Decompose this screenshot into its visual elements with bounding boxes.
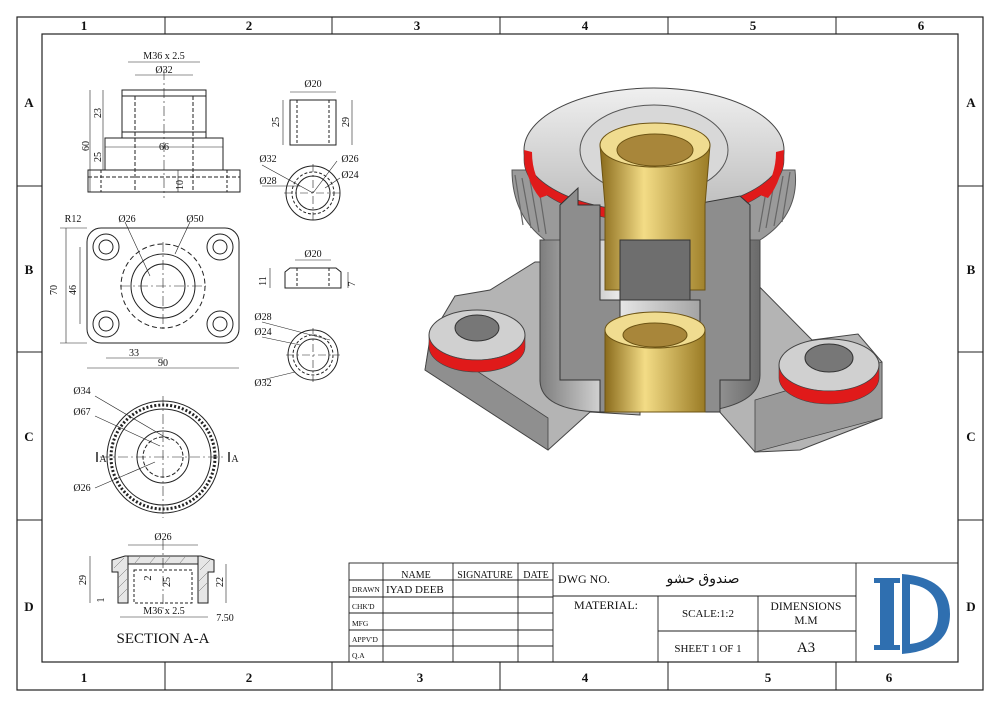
washer-view — [261, 259, 349, 382]
dim-d32-washer: Ø32 — [254, 378, 271, 389]
zone-col-5-bottom: 5 — [765, 670, 772, 685]
company-logo — [874, 574, 950, 654]
zone-col-2: 2 — [246, 18, 253, 33]
dim-d34: Ø34 — [73, 386, 90, 397]
dwg-title: صندوق حشو — [666, 572, 740, 587]
dim-d20-sleeve: Ø20 — [304, 79, 321, 90]
hdr-name: NAME — [401, 570, 430, 581]
dim-d28-sleeve: Ø28 — [259, 176, 276, 187]
scale: SCALE:1:2 — [682, 608, 734, 620]
dim-11-washer: 11 — [258, 276, 269, 286]
knurled-ring-dims: Ø34 Ø67 Ø26 A A — [73, 386, 239, 494]
dim-23: 23 — [93, 108, 104, 118]
top-view — [60, 221, 240, 369]
dim-25: 25 — [93, 152, 104, 162]
zone-col-4-bottom: 4 — [582, 670, 589, 685]
top-view-dims: R12 Ø26 Ø50 70 46 33 90 — [49, 214, 204, 369]
row-mfg: MFG — [352, 619, 369, 628]
dim-d26-ring: Ø26 — [73, 483, 90, 494]
dim-90: 90 — [158, 358, 168, 369]
dim-d20-washer: Ø20 — [304, 249, 321, 260]
zone-row-b-right: B — [967, 262, 976, 277]
title-block — [348, 562, 959, 663]
front-view — [87, 61, 241, 198]
dim-d28-washer: Ø28 — [254, 312, 271, 323]
dim-d24-washer: Ø24 — [254, 327, 271, 338]
title-block-text: NAME SIGNATURE DATE DRAWN IYAD DEEB CHK'… — [352, 570, 841, 660]
dim-7-washer: 7 — [347, 282, 358, 287]
front-view-dims: M36 x 2.5 Ø32 66 60 23 25 10 — [81, 51, 186, 190]
dim-29-section: 29 — [78, 575, 89, 585]
dim-25-sleeve: 25 — [271, 117, 282, 127]
zone-col-5: 5 — [750, 18, 757, 33]
hdr-signature: SIGNATURE — [457, 570, 513, 581]
zone-row-c-right: C — [966, 429, 975, 444]
dim-d26-section: Ø26 — [154, 532, 171, 543]
section-mark-right: A — [231, 454, 239, 465]
dim-d26-sleeve: Ø26 — [341, 154, 358, 165]
row-qa: Q.A — [352, 651, 365, 660]
zone-col-2-bottom: 2 — [246, 670, 253, 685]
dimensions-label: DIMENSIONS — [771, 601, 842, 613]
section-title: SECTION A-A — [117, 631, 210, 647]
dim-d32-sleeve: Ø32 — [259, 154, 276, 165]
zone-labels: 1 2 3 4 5 6 1 2 3 4 5 6 A B C D A B C D — [24, 18, 976, 685]
drawn-name: IYAD DEEB — [386, 584, 444, 596]
row-drawn: DRAWN — [352, 585, 380, 594]
zone-row-a-right: A — [966, 95, 976, 110]
isometric-cutaway-render — [424, 87, 883, 453]
dim-46: 46 — [68, 285, 79, 295]
zone-row-c: C — [24, 429, 33, 444]
dim-2-section: 2 — [143, 576, 154, 581]
dim-thread-section: M36 x 2.5 — [143, 606, 184, 617]
dwg-no-label: DWG NO. — [558, 572, 610, 586]
sleeve-view — [261, 91, 353, 222]
zone-row-a: A — [24, 95, 34, 110]
section-mark-left: A — [99, 454, 107, 465]
zone-row-d-right: D — [966, 599, 975, 614]
section-a-a-dims: Ø26 29 2 25 22 1 M36 x 2.5 7.50 SECTION … — [78, 532, 234, 647]
dim-d24-sleeve: Ø24 — [341, 170, 358, 181]
sleeve-dims: Ø20 25 29 Ø32 Ø26 Ø28 Ø24 — [259, 79, 358, 187]
zone-col-3-bottom: 3 — [417, 670, 424, 685]
dim-33: 33 — [129, 348, 139, 359]
dim-r12: R12 — [65, 214, 82, 225]
row-chkd: CHK'D — [352, 602, 375, 611]
zone-col-3: 3 — [414, 18, 421, 33]
dim-25-section: 25 — [162, 577, 173, 587]
dim-1-section: 1 — [96, 598, 107, 603]
dim-d50: Ø50 — [186, 214, 203, 225]
dim-60: 60 — [81, 141, 92, 151]
section-a-a-view — [89, 540, 227, 618]
material-label: MATERIAL: — [574, 598, 638, 612]
zone-col-4: 4 — [582, 18, 589, 33]
row-appvd: APPV'D — [352, 635, 379, 644]
knurled-ring-view — [94, 395, 230, 518]
dim-7-50: 7.50 — [216, 613, 234, 624]
washer-dims: Ø20 11 7 Ø28 Ø24 Ø32 — [254, 249, 358, 389]
zone-row-d: D — [24, 599, 33, 614]
dim-22-section: 22 — [215, 577, 226, 587]
dim-29-sleeve: 29 — [341, 117, 352, 127]
dim-70: 70 — [49, 285, 60, 295]
dimensions-unit: M.M — [794, 615, 817, 627]
dim-10: 10 — [175, 180, 186, 190]
zone-col-1: 1 — [81, 18, 88, 33]
dim-thread: M36 x 2.5 — [143, 51, 184, 62]
sheet-number: SHEET 1 OF 1 — [674, 643, 741, 655]
zone-col-6-bottom: 6 — [886, 670, 893, 685]
dim-d32: Ø32 — [155, 65, 172, 76]
sheet-size: A3 — [797, 640, 815, 656]
dim-d26: Ø26 — [118, 214, 135, 225]
zone-col-6: 6 — [918, 18, 925, 33]
zone-row-b: B — [25, 262, 34, 277]
dim-66: 66 — [159, 142, 169, 153]
hdr-date: DATE — [523, 570, 549, 581]
zone-col-1-bottom: 1 — [81, 670, 88, 685]
dim-d67: Ø67 — [73, 407, 90, 418]
